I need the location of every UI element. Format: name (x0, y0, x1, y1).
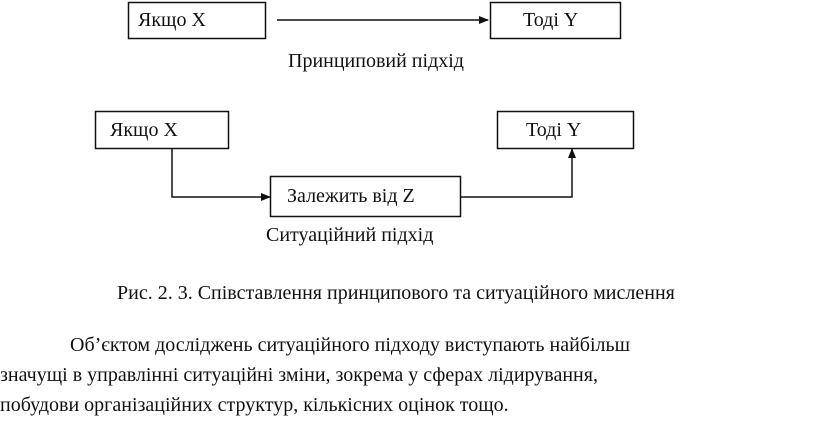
arrow-depends-to-then (460, 148, 576, 198)
paragraph-line-2: значущі в управлінні ситуаційні зміни, з… (0, 364, 598, 386)
paragraph-line-1: Об’єктом досліджень ситуаційного підходу… (70, 334, 631, 356)
then-box-1 (489, 1, 622, 40)
if-box-1 (127, 1, 267, 40)
principled-approach-label: Принциповий підхід (288, 50, 464, 72)
then-box-1-label: Тоді Y (523, 9, 579, 31)
then-box-2 (496, 110, 635, 150)
if-box-1-label: Якщо X (138, 9, 206, 31)
depends-box-label: Залежить від Z (287, 185, 415, 207)
arrow-if-to-depends (171, 148, 271, 201)
paragraph-line-3: побудови організаційних структур, кількі… (0, 394, 509, 416)
situational-approach-label: Ситуаційний підхід (266, 224, 434, 246)
then-box-2-label: Тоді Y (526, 119, 582, 141)
if-box-2 (94, 110, 230, 150)
figure-caption: Рис. 2. 3. Співставлення принципового та… (117, 282, 675, 304)
if-box-2-label: Якщо X (110, 119, 178, 141)
